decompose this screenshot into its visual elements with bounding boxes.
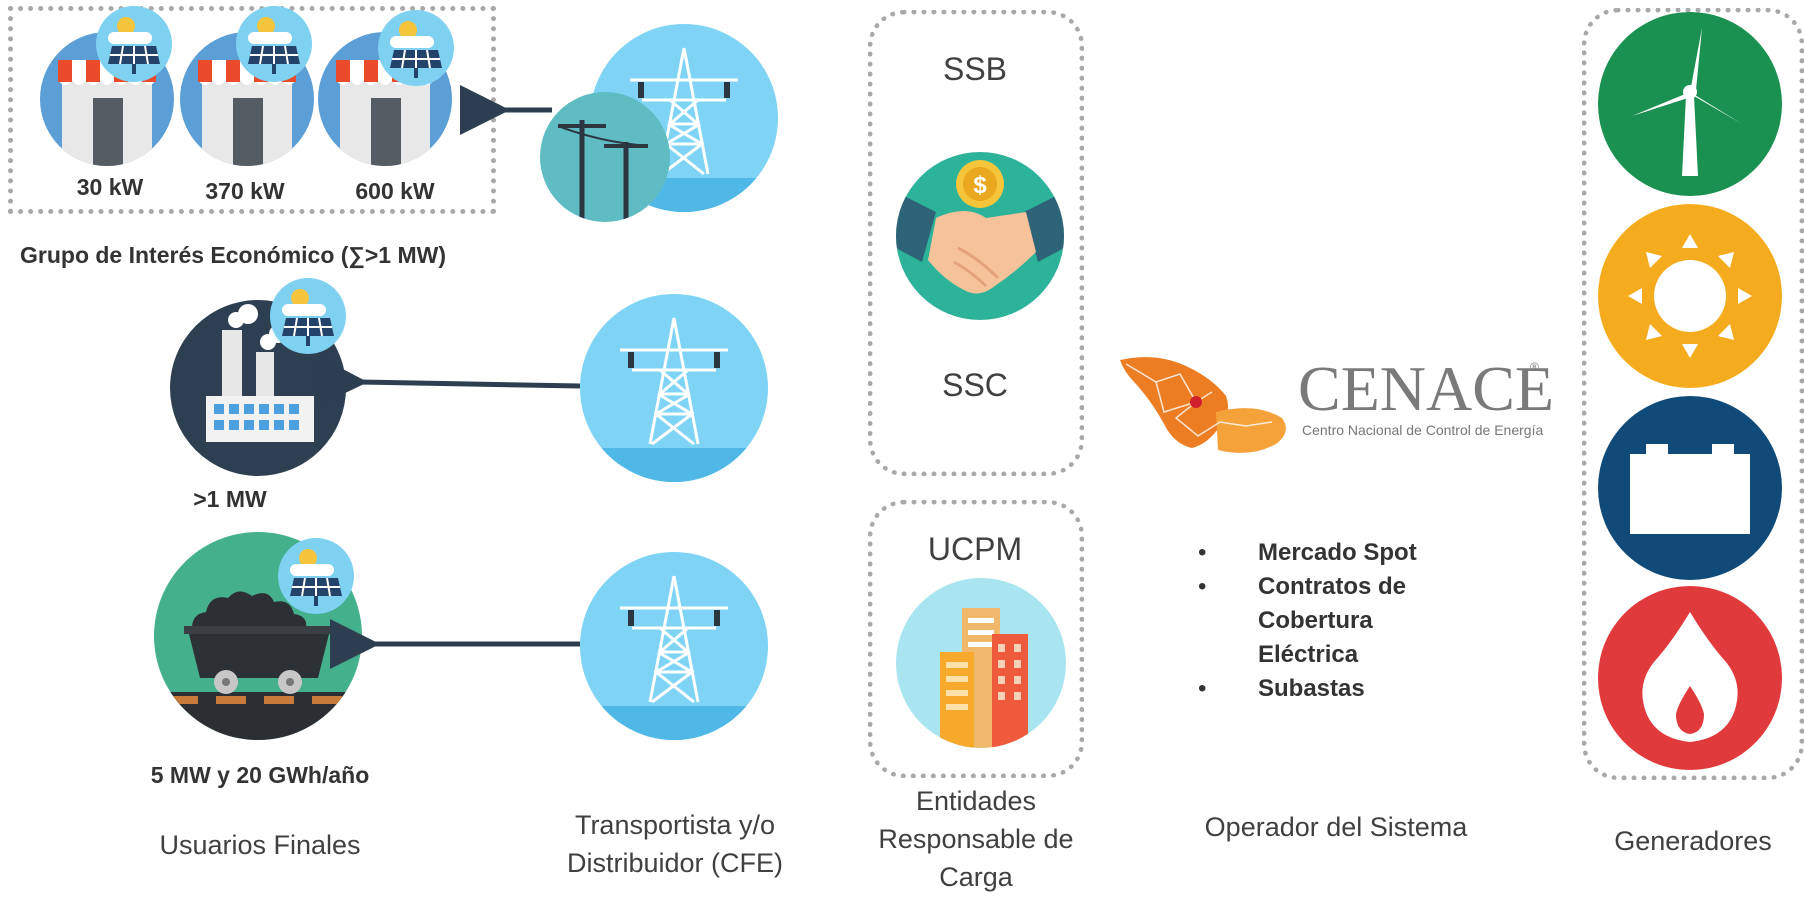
generators-box — [1582, 8, 1804, 780]
column-label-usuarios: Usuarios Finales — [159, 830, 361, 860]
column-label-operador: Operador del Sistema — [1204, 812, 1468, 842]
operator-bullet-list: Mercado Spot Contratos de Cobertura Eléc… — [1198, 536, 1458, 706]
store-value-2: 370 kW — [205, 178, 285, 204]
transmission-tower-icon — [580, 552, 768, 740]
group-label: Grupo de Interés Económico (∑>1 MW) — [20, 242, 446, 268]
cenace-wordmark: CENACE — [1298, 353, 1554, 424]
svg-text:$: $ — [973, 172, 987, 199]
solar-panel-icon — [96, 6, 172, 82]
buildings-icon — [896, 578, 1066, 748]
battery-icon — [1598, 396, 1782, 580]
sun-icon — [1598, 204, 1782, 388]
solar-panel-icon — [378, 10, 454, 86]
column-label-generadores: Generadores — [1614, 826, 1772, 856]
transmission-tower-icon — [580, 294, 768, 482]
flame-icon — [1598, 586, 1782, 770]
bullet-item: Mercado Spot — [1198, 536, 1458, 570]
solar-panel-icon — [270, 278, 346, 354]
cenace-subtitle: Centro Nacional de Control de Energía — [1302, 422, 1544, 438]
bullet-item: Subastas — [1198, 672, 1458, 706]
ssb-label: SSB — [942, 51, 1008, 87]
solar-panel-icon — [278, 538, 354, 614]
handshake-icon: $ — [896, 152, 1064, 320]
solar-panel-icon — [236, 6, 312, 82]
flow-arrows — [317, 85, 581, 669]
store-value-1: 30 kW — [76, 174, 144, 200]
store-value-3: 600 kW — [355, 178, 435, 204]
cenace-logo — [1116, 352, 1296, 454]
ssc-label: SSC — [942, 367, 1008, 403]
factory-value: >1 MW — [193, 486, 267, 512]
bullet-item: Contratos de Cobertura Eléctrica — [1198, 570, 1428, 672]
ucpm-box — [868, 500, 1084, 778]
column-label-entidades: Entidades Responsable de Carga — [878, 786, 1074, 892]
ucpm-label: UCPM — [927, 531, 1023, 567]
cenace-registered-mark: ® — [1530, 360, 1539, 374]
column-label-transportista: Transportista y/o Distribuidor (CFE) — [566, 810, 784, 878]
ssb-ssc-box — [868, 10, 1084, 476]
mine-value: 5 MW y 20 GWh/año — [150, 762, 370, 788]
wind-turbine-icon — [1598, 12, 1782, 196]
utility-pole-icon — [540, 92, 670, 222]
